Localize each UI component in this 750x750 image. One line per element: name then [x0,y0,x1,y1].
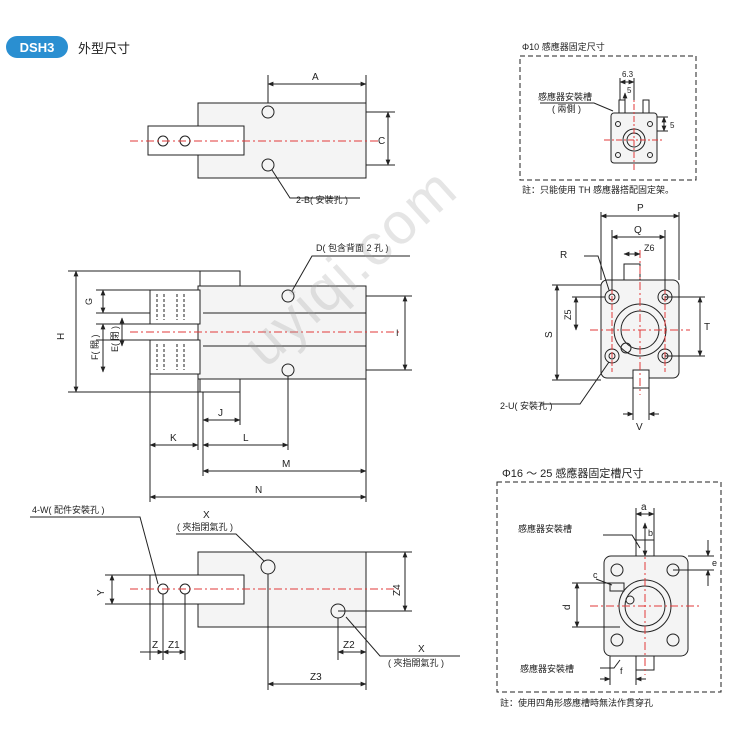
dim-Z2: Z2 [343,640,355,651]
dim-d: d [562,604,573,610]
front-view [68,255,412,502]
callout-D: D( 包含背面 2 孔 ) [316,242,389,253]
dim-e: e [712,558,717,568]
dim-X-open-note: ( 夾指開氣孔 ) [388,657,444,668]
phi10-slot-label: 感應器安裝槽 [538,91,592,102]
front-hole [281,289,295,303]
phi1625-box [496,481,722,693]
dim-Q: Q [634,225,642,236]
dim-T: T [704,322,710,333]
dim-L: L [243,433,249,444]
phi1625-slot-label-bottom: 感應器安裝槽 [520,663,574,674]
dim-A: A [312,72,319,83]
dim-6-3: 6.3 [622,70,634,79]
front-finger-lower [149,339,201,375]
phi10-note: 註：只能使用 TH 感應器搭配固定架。 [522,184,674,195]
dim-Z5: Z5 [563,309,573,320]
dim-I: I [396,328,399,338]
dim-J: J [218,408,223,419]
phi1625-title: Φ16 ～ 25 感應器固定槽尺寸 [502,466,643,480]
dim-M: M [282,459,290,470]
dim-V: V [636,422,643,433]
dim-G: G [84,298,94,305]
callout-2U: 2-U( 安裝孔 ) [500,400,553,411]
section-title: 外型尺寸 [78,41,131,56]
dim-Z3: Z3 [310,672,322,683]
dim-C: C [378,136,385,147]
dim-N: N [255,485,262,496]
top-view [130,75,395,199]
phi1625-note: 註：使用四角形感應槽時無法作貫穿孔 [500,697,653,708]
dim-X-close: X [203,510,210,521]
dim-a: a [641,502,647,513]
dim-c: c [593,570,598,580]
dim-H: H [56,333,67,340]
dim-P: P [637,203,644,214]
dim-Z1: Z1 [168,640,180,651]
front-finger-upper [149,289,201,325]
bottom-view [30,516,460,690]
dim-K: K [170,433,177,444]
top-mount-hole [261,105,275,119]
dim-Z: Z [152,640,158,651]
callout-2B: 2-B( 安裝孔 ) [296,194,348,205]
dim-Y: Y [96,589,107,596]
dim-X-close-note: ( 夾指閉氣孔 ) [177,521,233,532]
dim-F: F( 開 ) [90,335,100,361]
top-mount-hole [261,158,275,172]
dim-f: f [620,666,623,676]
phi1625-slot-label-top: 感應器安裝槽 [518,523,572,534]
dim-Z4: Z4 [392,584,403,596]
dim-5-top: 5 [627,86,632,95]
phi10-both-sides: ( 兩側 ) [552,103,581,114]
dim-R: R [560,250,567,261]
phi10-title: Φ10 感應器固定尺寸 [522,41,605,52]
dim-E: E( 閉 ) [110,326,120,352]
dim-5-side: 5 [670,121,675,130]
callout-4W: 4-W( 配件安裝孔 ) [32,504,105,515]
dim-X-open: X [418,644,425,655]
model-badge: DSH3 [6,36,68,58]
dim-S: S [544,331,555,338]
dim-b: b [648,528,653,538]
dim-Z6: Z6 [644,243,655,253]
side-view [540,212,705,420]
phi10-box [519,55,697,181]
